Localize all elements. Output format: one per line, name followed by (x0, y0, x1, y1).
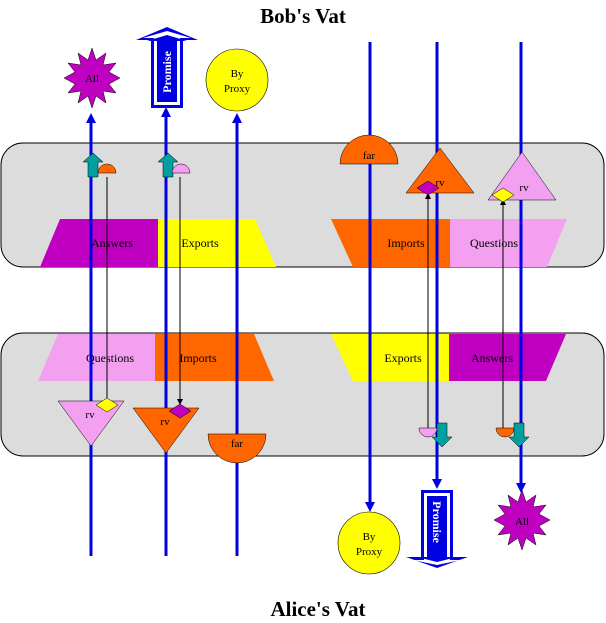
rv-diamond-bob-1 (416, 180, 440, 196)
promise-arrow-bottom-core (417, 496, 457, 562)
alice-exports-table (331, 334, 449, 381)
rv-triangle-alice-1 (57, 400, 125, 447)
byproxy-circle-top (205, 48, 269, 112)
bob-questions-label: Questions (470, 236, 518, 250)
rv-triangle-bob-1 (405, 147, 475, 194)
byproxy-label-top-2: Proxy (224, 83, 251, 95)
bob-imports-label: Imports (387, 236, 425, 250)
bob-answers-label: Answers (91, 236, 133, 250)
far-ref-bob (339, 134, 399, 165)
all-star-bottom (493, 489, 551, 551)
promise-arrow-top-core (147, 35, 187, 102)
alice-questions-table (38, 334, 155, 381)
rv-diamond-alice-1 (95, 397, 119, 413)
rv-label-alice-2: rv (160, 416, 170, 428)
bob-questions-table (450, 219, 567, 267)
bob-exports-table (158, 219, 276, 267)
promise-label-bottom: Promise (430, 501, 444, 543)
rv-diamond-bob-2 (491, 187, 515, 203)
rv-label-bob-1: rv (435, 177, 445, 189)
far-label-bob: far (363, 150, 376, 162)
far-label-alice: far (231, 438, 244, 450)
all-label-bottom: All (515, 516, 529, 528)
alice-answers-label: Answers (471, 351, 513, 365)
bob-imports-table (331, 219, 450, 267)
byproxy-label-bottom-2: Proxy (356, 546, 383, 558)
rv-diamond-alice-2 (168, 403, 192, 419)
alice-imports-table (155, 334, 274, 381)
bobs-vat-title: Bob's Vat (260, 4, 346, 28)
byproxy-label-bottom-1: By (363, 531, 376, 543)
promise-label-top: Promise (160, 50, 174, 92)
byproxy-circle-bottom (337, 511, 401, 575)
half-circle-marker-2 (171, 163, 191, 174)
down-arrow-marker-3 (431, 422, 453, 448)
alice-imports-label: Imports (179, 351, 217, 365)
alice-questions-label: Questions (86, 351, 134, 365)
all-star-top (63, 47, 121, 109)
rv-triangle-bob-2 (487, 151, 557, 201)
rv-label-alice-1: rv (85, 409, 95, 421)
alice-answers-table (449, 334, 566, 381)
half-circle-marker-1 (97, 163, 117, 174)
rv-label-bob-2: rv (519, 182, 529, 194)
rv-triangle-alice-2 (132, 407, 200, 454)
down-arrow-marker-4 (508, 422, 530, 448)
all-label-top: All (85, 73, 99, 85)
bob-exports-label: Exports (181, 236, 219, 250)
bob-answers-table (40, 219, 158, 267)
alices-vat-title: Alice's Vat (270, 597, 365, 621)
alice-exports-label: Exports (384, 351, 422, 365)
byproxy-label-top-1: By (231, 68, 244, 80)
far-ref-alice (207, 433, 267, 464)
